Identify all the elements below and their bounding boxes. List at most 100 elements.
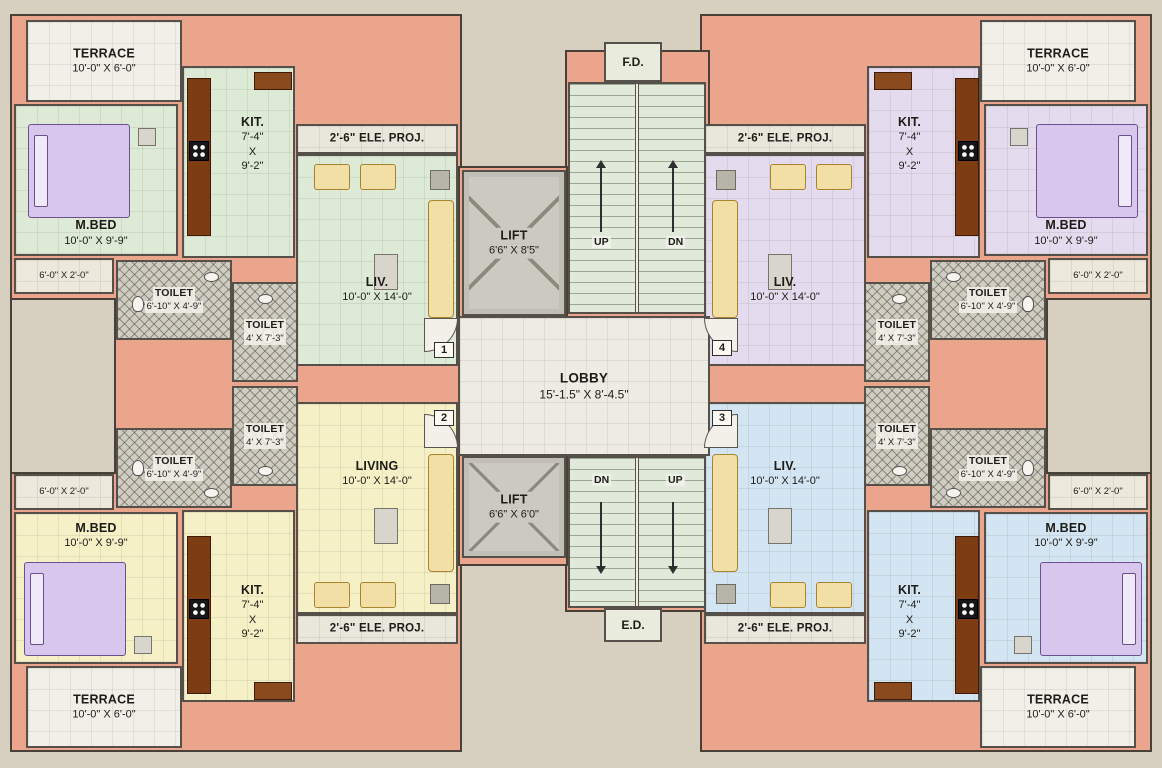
kitchen-cabinet [254,682,292,700]
room-label: KIT. [240,583,265,597]
room-label-block: TERRACE 10'-0" X 6'-0" [28,46,180,77]
room-label-block: 6'-0" X 2'-0" [1050,486,1146,498]
room-label-block: M.BED 10'-0" X 9'-9" [16,217,176,248]
bedside-table [1010,128,1028,146]
room-toilet: TOILET 4' X 7'-3" [864,386,930,486]
room-dims: 9'-2" [898,159,921,172]
armchair [770,582,806,608]
room-dims: 6'-0" X 2'-0" [1073,269,1123,281]
room-toilet: TOILET 6'-10" X 4'-9" [116,260,232,340]
room-dims: X [905,613,914,626]
stove [189,599,209,619]
coffee-table [374,508,398,544]
room-label-block: 2'-6" ELE. PROJ. [298,132,456,147]
room-dims: 6'-0" X 2'-0" [39,485,89,497]
room-label-block: 2'-6" ELE. PROJ. [706,132,864,147]
unit-number-badge: 2 [434,410,454,426]
wash-basin [258,294,273,304]
flower-bed: 6'-0" X 2'-0" [14,474,114,510]
room-ele-projection: 2'-6" ELE. PROJ. [296,124,458,154]
room-label: LOBBY [559,370,609,386]
room-ele-projection: 2'-6" ELE. PROJ. [296,614,458,644]
toilet-wc [892,428,904,444]
room-dims: X [248,613,257,626]
room-dims: 9'-2" [241,159,264,172]
kitchen-cabinet [874,682,912,700]
bedside-table [134,636,152,654]
room-label: TOILET [966,287,1010,301]
room-terrace: TERRACE 10'-0" X 6'-0" [980,20,1136,102]
wash-basin [204,272,219,282]
bed [28,124,130,218]
room-label-block: M.BED 10'-0" X 9'-9" [986,217,1146,248]
kitchen-cabinet [254,72,292,90]
room-kitchen: KIT. 7'-4" X 9'-2" [182,66,295,258]
room-dims: 6'6" X 6'0" [486,507,542,523]
unit-number-badge: 1 [434,342,454,358]
room-dims: 10'-0" X 9'-9" [1034,537,1098,550]
bed [1040,562,1142,656]
room-master-bed: M.BED 10'-0" X 9'-9" [14,104,178,256]
room-toilet: TOILET 6'-10" X 4'-9" [930,428,1046,508]
room-terrace: TERRACE 10'-0" X 6'-0" [26,20,182,102]
room-dims: 10'-0" X 14'-0" [750,475,820,488]
room-ele-projection: 2'-6" ELE. PROJ. [704,124,866,154]
room-label-block: KIT. 7'-4" X 9'-2" [869,582,950,641]
room-label-block: 2'-6" ELE. PROJ. [706,622,864,637]
room-kitchen: KIT. 7'-4" X 9'-2" [182,510,295,702]
lift-upper: LIFT 6'6" X 8'5" [462,170,566,316]
toilet-wc [892,328,904,344]
room-label: M.BED [75,521,117,535]
room-label-block: LIFT 6'6" X 6'0" [464,491,564,523]
room-label: TERRACE [73,46,135,61]
room-label: TOILET [152,455,196,469]
room-label-block: LIFT 6'6" X 8'5" [464,227,564,259]
unit-number: 4 [718,342,726,354]
room-terrace: TERRACE 10'-0" X 6'-0" [980,666,1136,748]
stair-direction-label: DN [666,236,686,248]
fd-label: F.D. [622,55,644,69]
room-dims: 6'6" X 8'5" [486,243,542,259]
unit-number: 1 [440,344,448,356]
room-label: LIFT [497,491,531,508]
toilet-wc [262,428,274,444]
room-label: 2'-6" ELE. PROJ. [737,622,833,635]
kitchen-cabinet [874,72,912,90]
down-arrow-icon [668,502,678,574]
room-label: TOILET [966,455,1010,469]
kitchen-counter [187,536,211,694]
unit-number-badge: 3 [712,410,732,426]
pillow [30,573,44,645]
coffee-table [374,254,398,290]
wash-basin [892,294,907,304]
room-label: LIV. [773,459,797,473]
armchair [360,582,396,608]
wash-basin [258,466,273,476]
room-terrace: TERRACE 10'-0" X 6'-0" [26,666,182,748]
room-label: TOILET [152,287,196,301]
room-dims: 6'-0" X 2'-0" [1073,485,1123,497]
toilet-wc [262,328,274,344]
footprint-notch-right [1046,298,1152,474]
room-dims: 7'-4" [898,131,921,144]
sofa [712,454,738,572]
room-label: 2'-6" ELE. PROJ. [329,132,425,145]
stair-direction-label: DN [592,474,612,486]
room-label: KIT. [897,583,922,597]
room-toilet: TOILET 4' X 7'-3" [232,282,298,382]
room-label-block: 6'-0" X 2'-0" [16,270,112,282]
stair-divider [635,84,639,312]
toilet-wc [132,460,144,476]
room-dims: 7'-4" [241,599,264,612]
duct [716,170,736,190]
unit-number: 2 [440,412,448,424]
down-arrow-icon [596,502,606,574]
wash-basin [946,272,961,282]
room-label-block: M.BED 10'-0" X 9'-9" [986,520,1146,551]
staircase-lower: DN UP [568,456,706,608]
room-toilet: TOILET 6'-10" X 4'-9" [116,428,232,508]
room-master-bed: M.BED 10'-0" X 9'-9" [984,512,1148,664]
stair-divider [635,458,639,606]
pillow [34,135,48,207]
